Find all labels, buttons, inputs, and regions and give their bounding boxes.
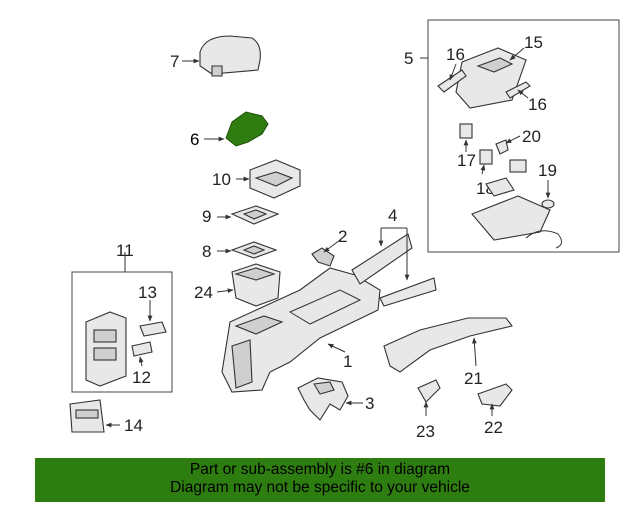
parts-diagram: 7 6 10 9 8 24 2 1 xyxy=(69,19,620,441)
part-8-mat[interactable] xyxy=(230,241,278,259)
part-13-switch[interactable] xyxy=(139,321,167,337)
part-tray-base[interactable] xyxy=(471,195,562,249)
callout-3: 3 xyxy=(365,394,374,413)
callout-8: 8 xyxy=(202,242,211,261)
callout-19: 19 xyxy=(538,161,557,180)
callout-20: 20 xyxy=(522,127,541,146)
callout-16-right: 16 xyxy=(528,95,547,114)
callout-13: 13 xyxy=(138,283,157,302)
callout-24: 24 xyxy=(194,283,213,302)
part-12-switch[interactable] xyxy=(131,341,153,357)
banner-line-2: Diagram may not be specific to your vehi… xyxy=(170,479,470,496)
part-2-bracket[interactable] xyxy=(311,247,335,267)
callout-21: 21 xyxy=(464,369,483,388)
part-18-socket[interactable] xyxy=(479,149,493,165)
callout-22: 22 xyxy=(484,418,503,437)
callout-9: 9 xyxy=(202,207,211,226)
part-14-trim[interactable] xyxy=(69,399,105,433)
callout-4: 4 xyxy=(388,206,397,225)
banner-line-1: Part or sub-assembly is #6 in diagram xyxy=(189,461,451,478)
part-switch-small[interactable] xyxy=(509,159,527,173)
part-3-bracket[interactable] xyxy=(297,377,349,421)
part-19-switch[interactable] xyxy=(485,177,555,209)
callout-5: 5 xyxy=(404,49,413,68)
part-10-tray[interactable] xyxy=(249,159,301,199)
callout-11: 11 xyxy=(116,241,134,260)
part-7-armrest-lid[interactable] xyxy=(199,35,261,77)
callout-15: 15 xyxy=(524,33,543,52)
callout-1: 1 xyxy=(343,352,352,371)
callout-12: 12 xyxy=(132,368,151,387)
callout-10: 10 xyxy=(212,170,231,189)
part-1-console[interactable] xyxy=(221,267,381,393)
part-11-bezel[interactable] xyxy=(85,311,127,387)
part-21-bracket[interactable] xyxy=(383,317,513,373)
callout-7: 7 xyxy=(170,52,179,71)
group-box-5 xyxy=(427,19,620,253)
callout-2: 2 xyxy=(338,227,347,246)
callout-14: 14 xyxy=(124,416,143,435)
part-20-clip[interactable] xyxy=(495,139,509,155)
info-banner: Part or sub-assembly is #6 in diagram Di… xyxy=(35,458,605,502)
group-box-11 xyxy=(71,271,173,393)
callout-16-left: 16 xyxy=(446,45,465,64)
part-22-bracket[interactable] xyxy=(477,383,513,407)
part-4-side-panels[interactable] xyxy=(351,233,437,307)
callout-17: 17 xyxy=(457,151,476,170)
part-15-panel[interactable] xyxy=(455,47,527,109)
part-6-highlighted[interactable] xyxy=(225,111,269,147)
part-24-bin[interactable] xyxy=(231,263,281,307)
callout-23: 23 xyxy=(416,422,435,441)
part-23-bracket[interactable] xyxy=(417,379,441,403)
part-9-mat[interactable] xyxy=(230,205,280,225)
callout-6: 6 xyxy=(190,130,199,149)
part-17-socket[interactable] xyxy=(459,123,473,139)
